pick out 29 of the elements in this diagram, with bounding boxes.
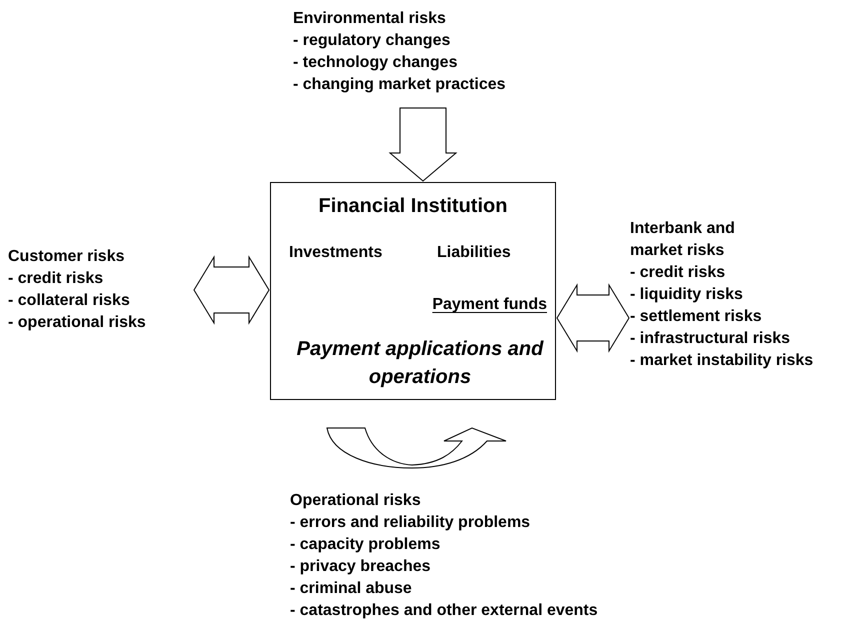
risk-item: - credit risks bbox=[8, 269, 104, 289]
risk-item: - credit risks bbox=[630, 263, 726, 283]
risk-heading: Interbank and market risks bbox=[630, 219, 736, 261]
risk-heading: Environmental risks bbox=[293, 9, 446, 29]
risk-heading: Customer risks bbox=[8, 247, 124, 267]
block-arrow bbox=[193, 255, 270, 325]
box-item: Payment funds bbox=[432, 295, 547, 315]
box-note: Payment applications and operations bbox=[296, 337, 545, 390]
block-arrow bbox=[556, 283, 630, 353]
risk-item: - operational risks bbox=[8, 313, 146, 333]
risk-item: - infrastructural risks bbox=[630, 329, 790, 349]
risk-item: - catastrophes and other external events bbox=[290, 601, 598, 621]
risk-item: - collateral risks bbox=[8, 291, 130, 311]
risk-item: - errors and reliability problems bbox=[290, 513, 530, 533]
risk-item: - market instability risks bbox=[630, 351, 814, 371]
risk-item: - regulatory changes bbox=[293, 31, 450, 51]
risk-item: - technology changes bbox=[293, 53, 458, 73]
risk-item: - settlement risks bbox=[630, 307, 762, 327]
institution-box bbox=[270, 182, 556, 400]
risk-item: - privacy breaches bbox=[290, 557, 431, 577]
risk-item: - criminal abuse bbox=[290, 579, 412, 599]
box-title: Financial Institution bbox=[318, 194, 508, 219]
box-item: Liabilities bbox=[437, 243, 511, 263]
risk-heading: Operational risks bbox=[290, 491, 421, 511]
box-item: Investments bbox=[289, 243, 382, 263]
block-arrow bbox=[388, 108, 458, 182]
risk-item: - changing market practices bbox=[293, 75, 506, 95]
risk-item: - capacity problems bbox=[290, 535, 440, 555]
risk-item: - liquidity risks bbox=[630, 285, 743, 305]
